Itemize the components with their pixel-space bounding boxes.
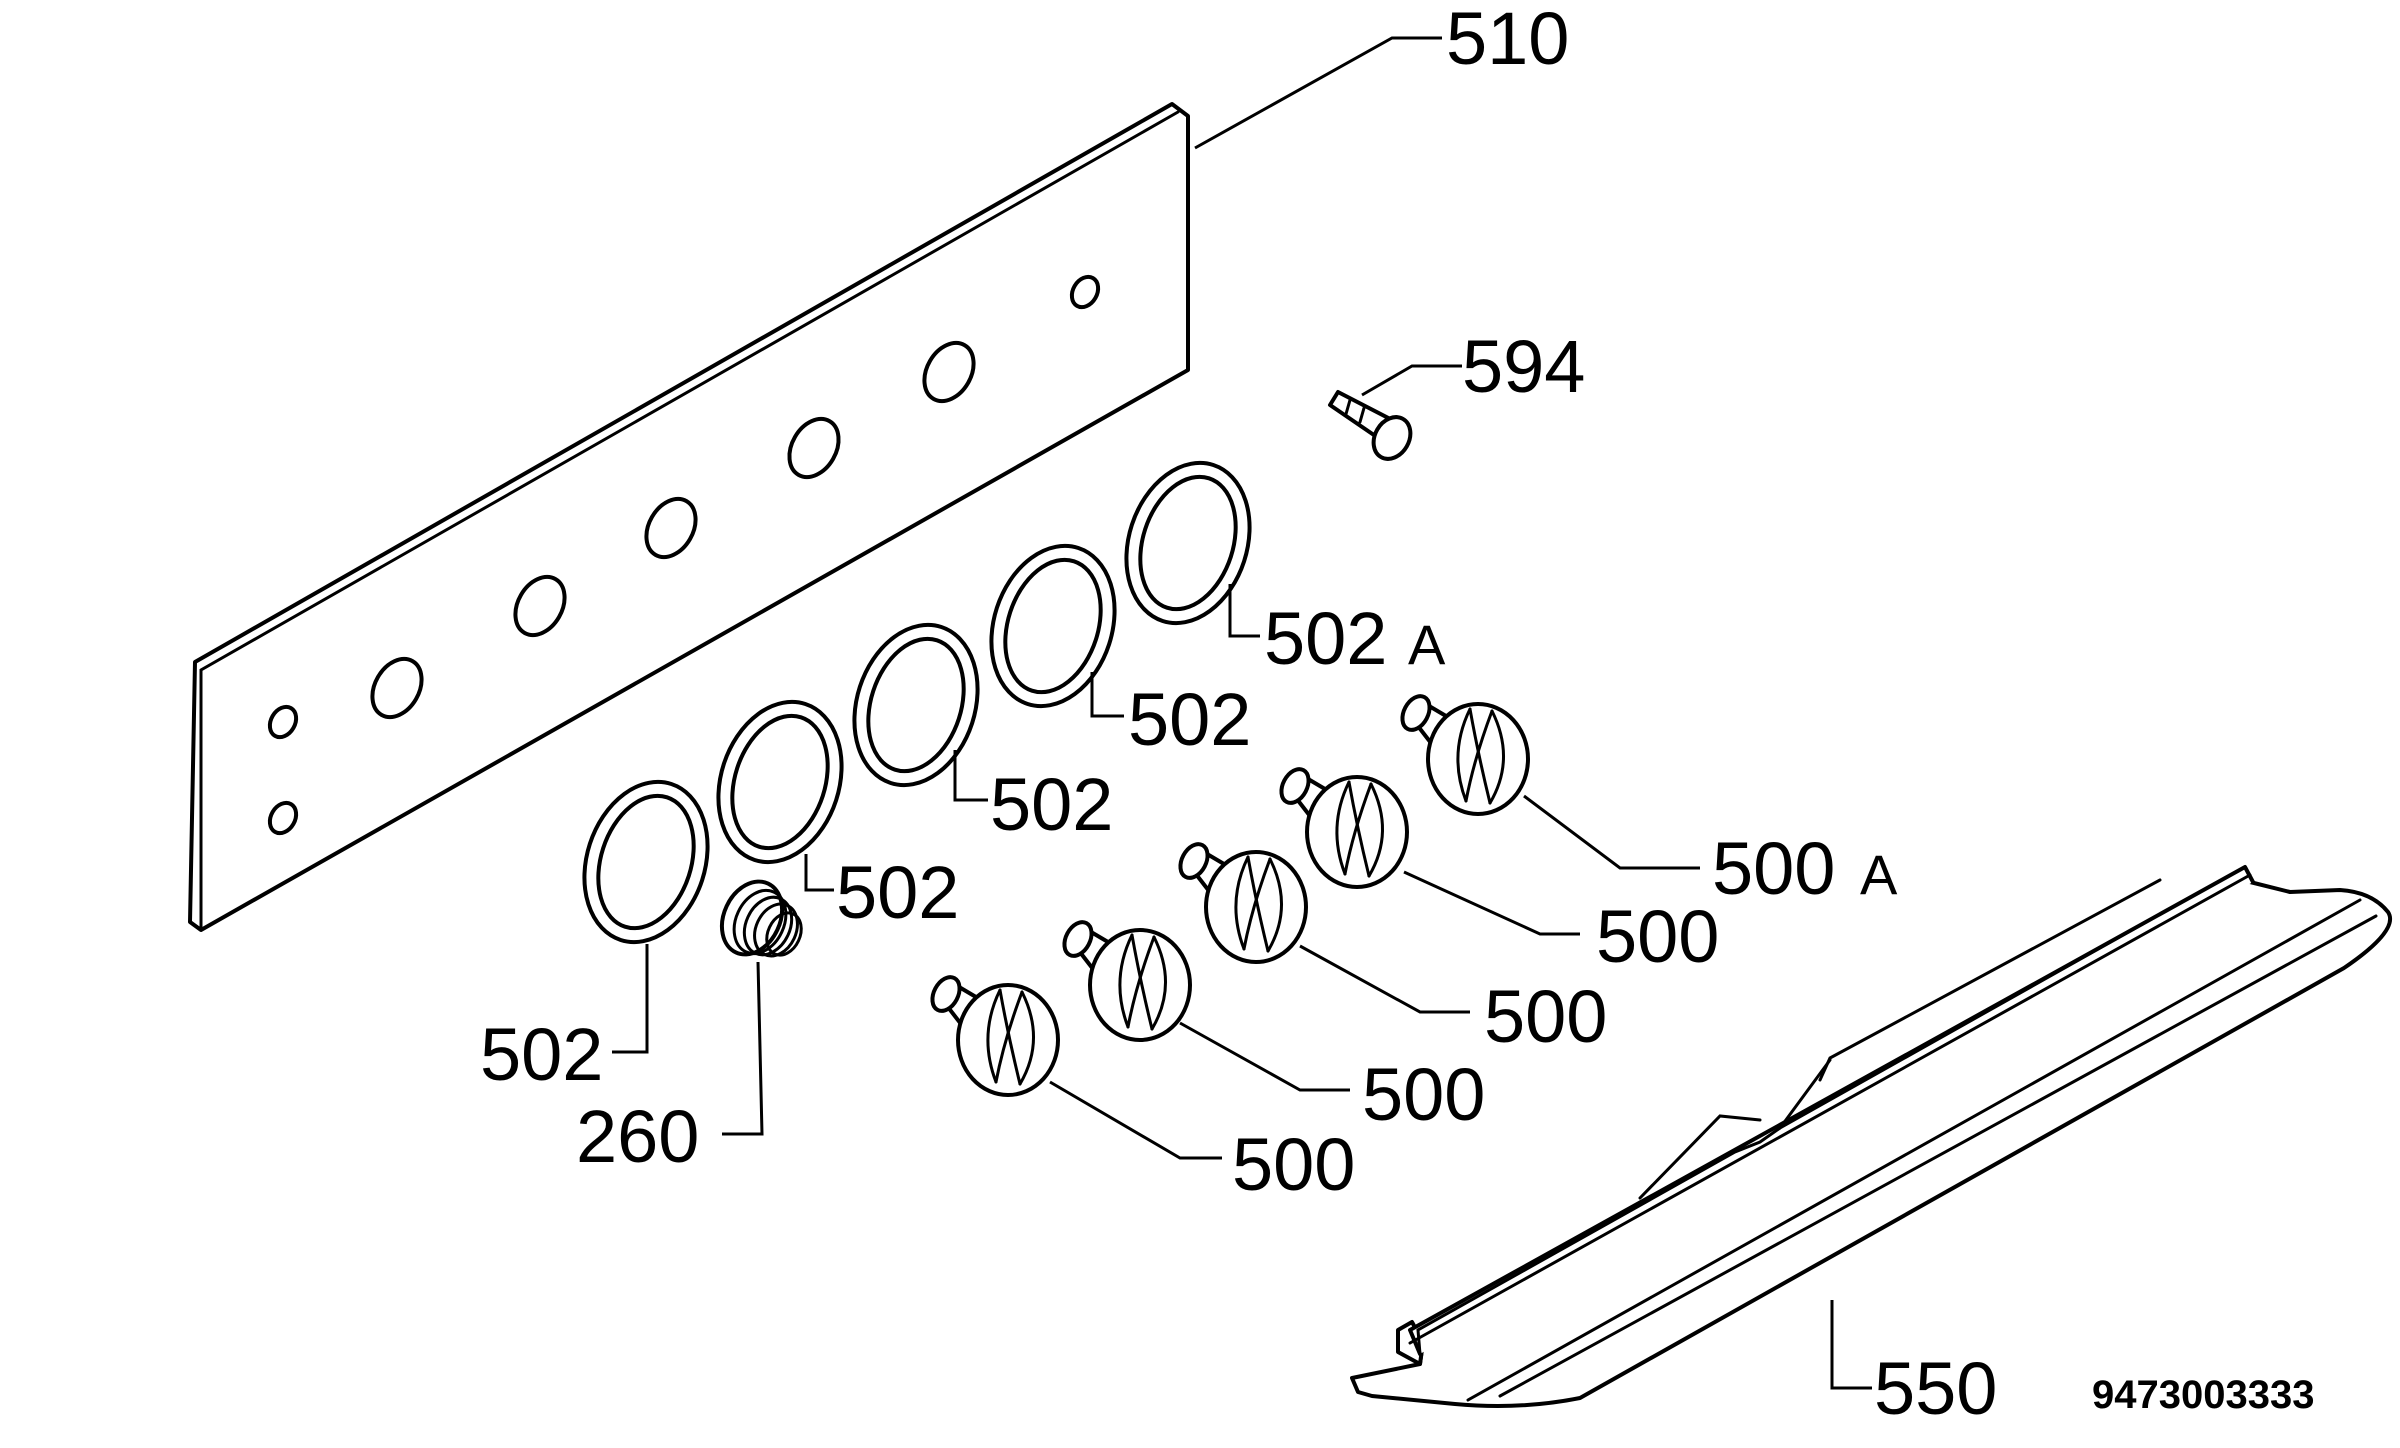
knob-500a [1400, 694, 1530, 816]
label-502-4: 502 [480, 1013, 603, 1096]
control-panel-510 [188, 102, 1190, 932]
trim-ring-502-4 [582, 779, 710, 945]
label-260: 260 [576, 1095, 699, 1178]
document-number: 9473003333 [2092, 1373, 2314, 1417]
label-502-2: 502 [990, 763, 1113, 846]
trim-ring-502-2 [852, 622, 980, 788]
label-550: 550 [1874, 1347, 1997, 1430]
knob-500-3 [1062, 920, 1192, 1042]
handle-550 [1350, 865, 2393, 1408]
callout-labels: 510 594 502 A 502 502 502 502 260 500 A … [480, 0, 2314, 1430]
label-500-2: 500 [1484, 975, 1607, 1058]
trim-rings [582, 460, 1252, 945]
knob-stop-594 [1328, 390, 1413, 461]
spring-260 [719, 879, 803, 958]
label-502a-suffix: A [1408, 613, 1446, 676]
label-500-1: 500 [1596, 895, 1719, 978]
knob-500-2 [1178, 842, 1308, 964]
label-502-3: 502 [836, 851, 959, 934]
knob-500-4 [930, 975, 1060, 1097]
label-502-1: 502 [1128, 678, 1251, 761]
trim-ring-502-1 [989, 543, 1117, 709]
label-500-3: 500 [1362, 1053, 1485, 1136]
label-510: 510 [1446, 0, 1569, 80]
control-knobs [930, 694, 1530, 1097]
label-500-4: 500 [1232, 1123, 1355, 1206]
leader-lines [612, 36, 1872, 1390]
knob-500-1 [1279, 767, 1409, 889]
label-594: 594 [1462, 325, 1585, 408]
label-502a: 502 [1264, 597, 1387, 680]
trim-ring-502-3 [716, 699, 844, 865]
trim-ring-502a [1124, 460, 1252, 626]
label-500a-suffix: A [1860, 843, 1898, 906]
label-500a: 500 [1712, 827, 1835, 910]
